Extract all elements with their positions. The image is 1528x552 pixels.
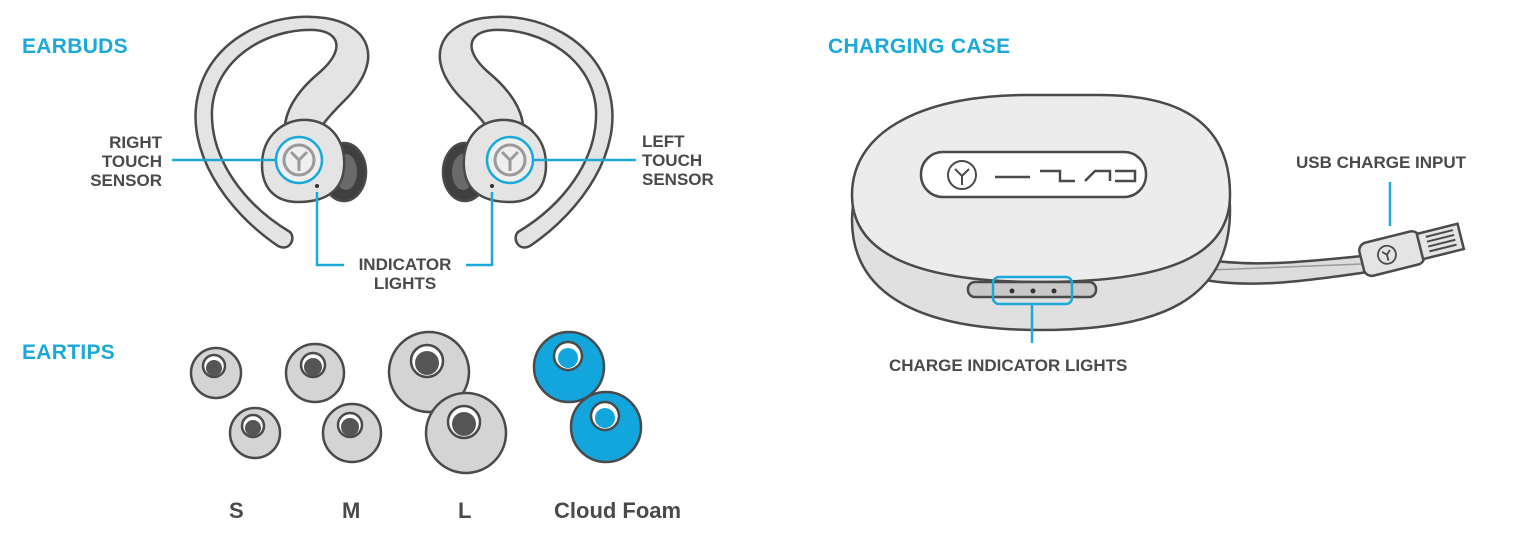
usb-connector: [1358, 222, 1466, 278]
eartip-m-1: [284, 342, 346, 404]
right-touch-sensor-label: RIGHT TOUCH SENSOR: [90, 133, 162, 190]
jlab-logo-icon: [947, 160, 977, 190]
indicator-lights-label: INDICATOR LIGHTS: [358, 255, 452, 293]
earbuds-heading: EARBUDS: [22, 35, 128, 58]
case-logo-plate: [919, 150, 1148, 199]
eartip-cloud-foam-1: [532, 330, 606, 404]
right-indicator-light: [315, 184, 319, 188]
eartip-size-s-label: S: [229, 498, 244, 523]
eartip-cloud-foam-2: [569, 390, 643, 464]
eartip-size-m-label: M: [342, 498, 361, 523]
left-earbud: [438, 15, 614, 249]
eartip-m-2: [321, 402, 383, 464]
charging-case-heading: CHARGING CASE: [828, 35, 1011, 58]
charge-indicator-lights-label: CHARGE INDICATOR LIGHTS: [889, 356, 1128, 375]
eartip-l-2: [424, 391, 508, 475]
jlab-logo-icon: [493, 143, 527, 177]
jlab-logo-icon: [1377, 244, 1397, 265]
charging-case: [850, 93, 1466, 332]
right-earbud: [194, 15, 370, 249]
eartip-s-2: [228, 406, 282, 460]
eartip-size-cloud-foam-label: Cloud Foam: [554, 498, 682, 523]
jlab-logo-icon: [282, 143, 316, 177]
left-indicator-light: [490, 184, 494, 188]
case-callout-lines: [1030, 182, 1392, 343]
usb-charge-input-label: USB CHARGE INPUT: [1296, 153, 1467, 172]
eartips-heading: EARTIPS: [22, 341, 116, 364]
eartip-size-l-label: L: [458, 498, 472, 523]
eartip-l-1: [387, 330, 471, 414]
left-touch-sensor-label: LEFT TOUCH SENSOR: [642, 132, 714, 189]
case-wordmark: [995, 169, 1137, 183]
eartips: [189, 330, 643, 475]
eartip-s-1: [189, 346, 243, 400]
earbud-callout-lines: [172, 158, 636, 267]
